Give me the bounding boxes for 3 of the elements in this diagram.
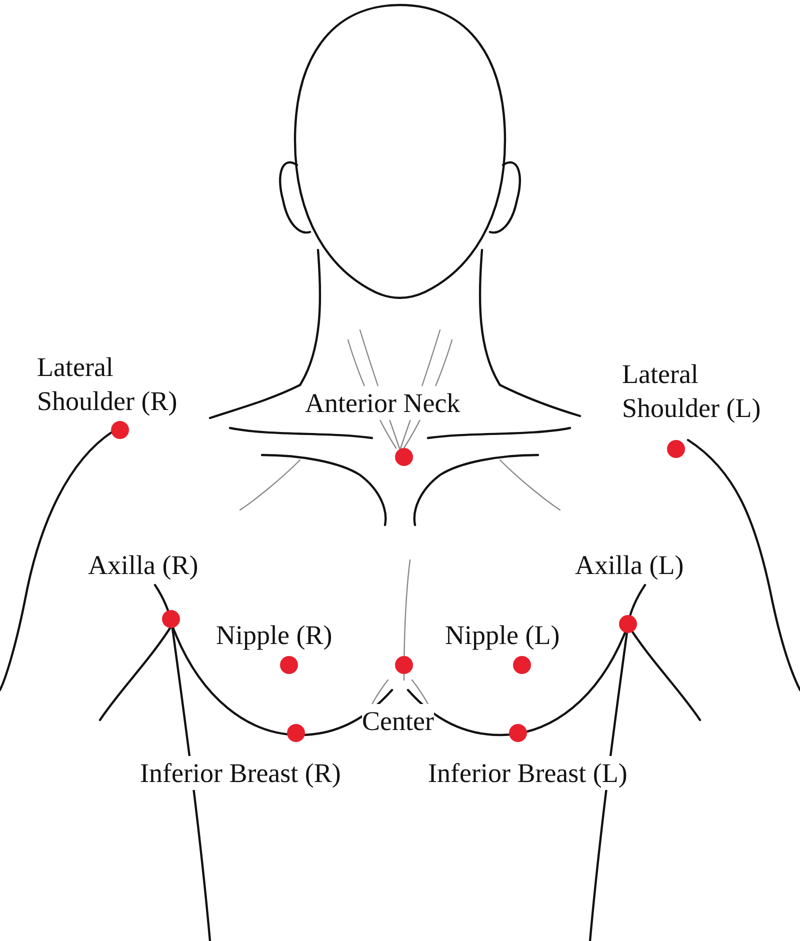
point-label: Inferior Breast (R) <box>140 756 341 790</box>
point-label: Inferior Breast (L) <box>428 756 628 790</box>
point-label: Anterior Neck <box>305 386 460 420</box>
